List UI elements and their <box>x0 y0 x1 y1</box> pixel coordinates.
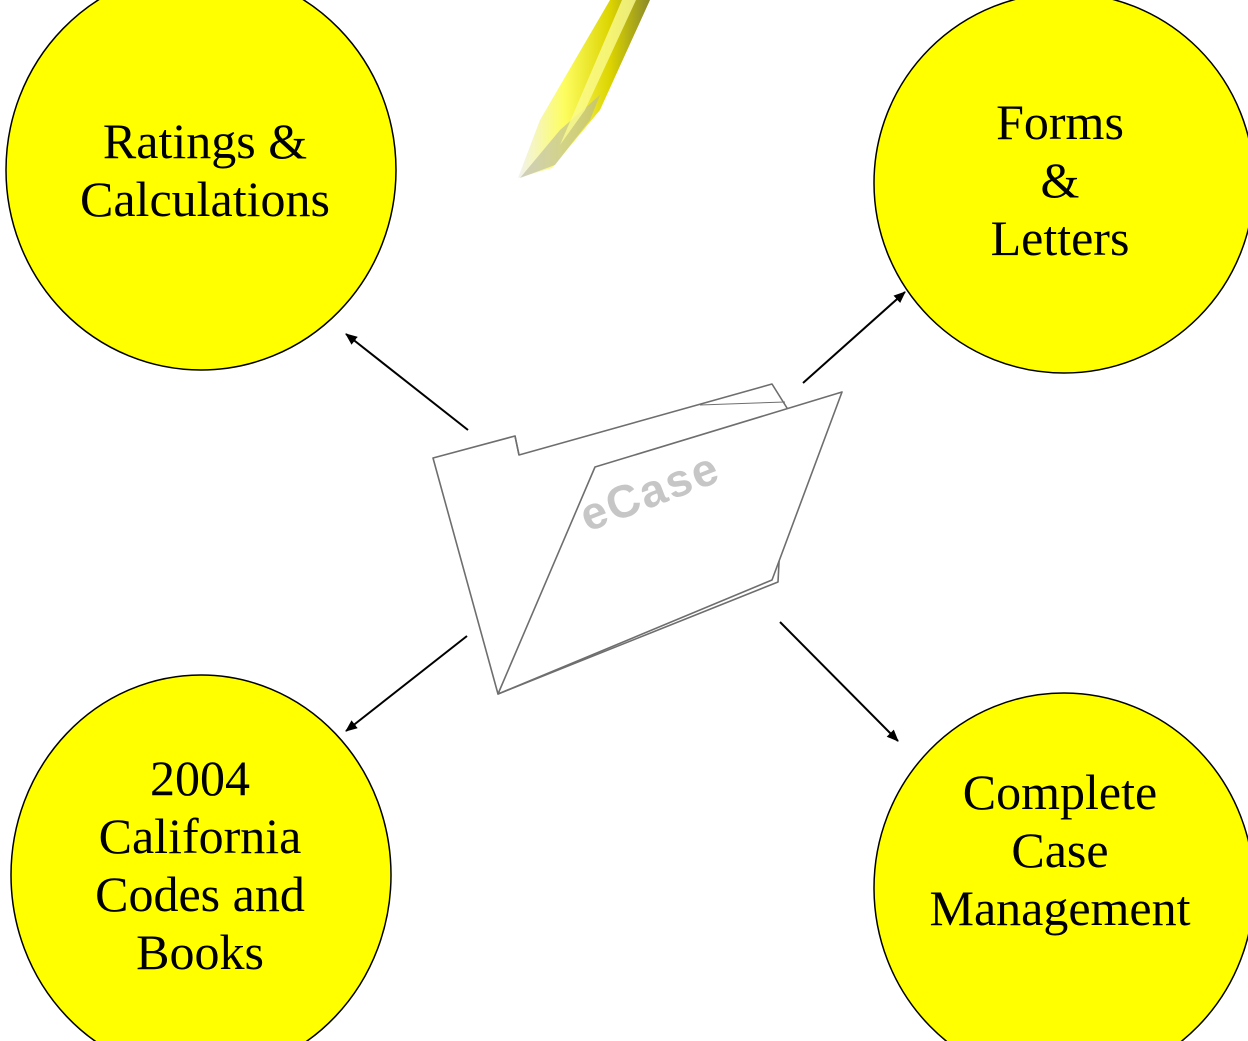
node-label-line: & <box>1040 152 1080 208</box>
node-circle-codes <box>10 674 392 1041</box>
node-label-line: Complete <box>962 764 1158 820</box>
node-label-forms: Forms & Letters <box>880 90 1240 270</box>
node-label-line: Forms <box>996 94 1124 150</box>
node-label-line: Management <box>929 880 1191 936</box>
node-label-line: Letters <box>990 210 1130 266</box>
node-label-line: California <box>98 808 302 864</box>
node-label-line: Case <box>1011 822 1109 878</box>
arrow-to-case <box>779 621 899 742</box>
node-label-line: Calculations <box>80 171 330 227</box>
node-label-ratings: Ratings & Calculations <box>30 110 380 230</box>
folder-icon <box>432 383 843 695</box>
node-label-case: Complete Case Management <box>880 755 1240 945</box>
node-label-line: Codes and <box>95 866 305 922</box>
node-circle-case <box>873 692 1248 1041</box>
node-label-codes: 2004 California Codes and Books <box>20 740 380 990</box>
arrow-to-codes <box>345 635 468 732</box>
node-circle-forms <box>873 0 1248 374</box>
arrow-to-forms <box>802 291 906 384</box>
node-label-line: 2004 <box>150 750 250 806</box>
arrow-to-ratings <box>345 333 469 431</box>
node-label-line: Ratings & <box>102 113 308 169</box>
node-label-line: Books <box>136 924 264 980</box>
pen-tip-image <box>518 0 650 178</box>
node-circle-ratings <box>5 0 397 371</box>
